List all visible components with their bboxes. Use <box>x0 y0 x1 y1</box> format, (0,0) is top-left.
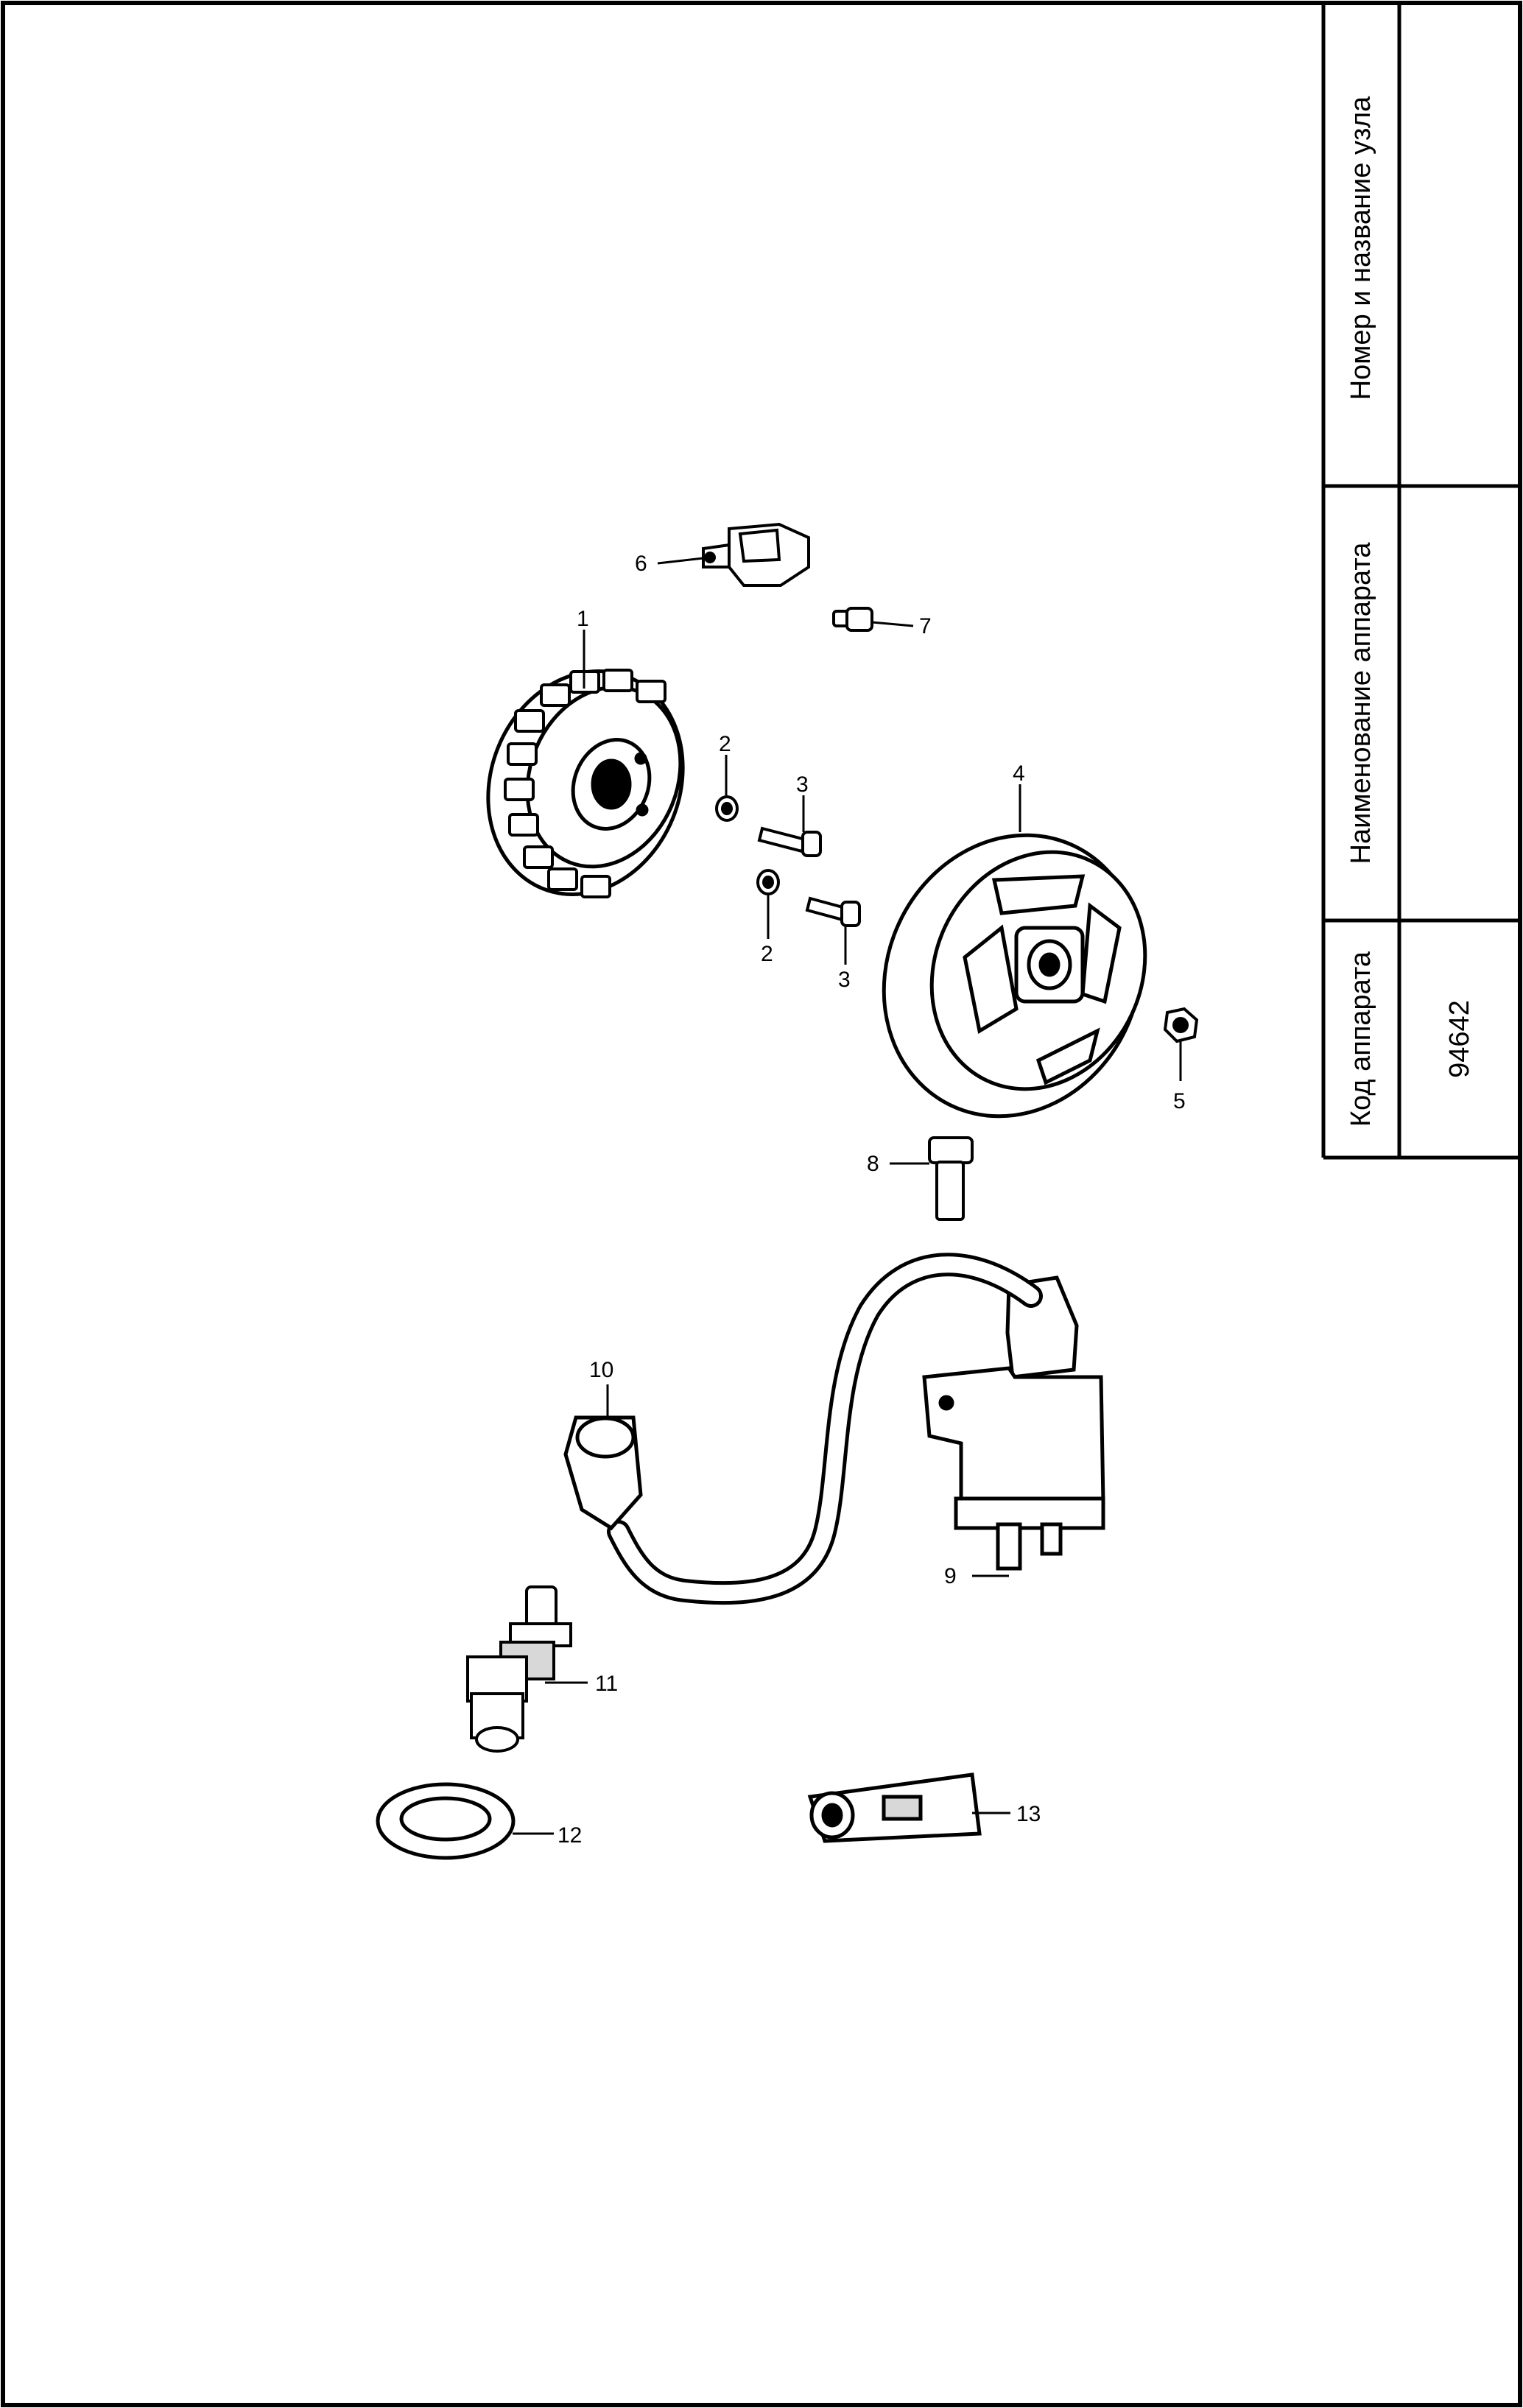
part-3-bolt-upper <box>757 826 822 857</box>
label-part-9: 9 <box>944 1564 957 1588</box>
part-1-stator <box>486 669 685 898</box>
label-part-8: 8 <box>867 1152 879 1176</box>
apparatus-code-label: Код аппарата <box>1346 951 1376 1127</box>
part-12-gasket <box>376 1782 516 1860</box>
part-13-clamp <box>807 1772 982 1843</box>
part-7-bolt <box>832 607 873 632</box>
apparatus-name-value <box>1441 482 1478 924</box>
part-2-washer-lower <box>756 869 780 895</box>
title-block <box>1321 3 1520 1160</box>
part-6-pulser <box>702 522 810 587</box>
leader-lines <box>513 557 1182 1835</box>
part-5-nut <box>1163 1007 1199 1043</box>
part-2-washer-upper <box>715 795 739 822</box>
label-part-10: 10 <box>589 1358 613 1382</box>
label-part-12: 12 <box>558 1823 582 1848</box>
label-part-6: 6 <box>635 552 647 576</box>
label-part-11: 11 <box>595 1672 618 1696</box>
node-name-label: Номер и название узла <box>1346 96 1376 401</box>
apparatus-code-value: 94642 <box>1444 1000 1475 1078</box>
label-part-3-upper: 3 <box>796 772 809 797</box>
label-part-13: 13 <box>1016 1802 1041 1826</box>
part-8-bolt <box>928 1136 974 1221</box>
label-part-2-upper: 2 <box>719 732 731 756</box>
label-part-1: 1 <box>577 607 589 631</box>
label-part-4: 4 <box>1013 761 1025 786</box>
apparatus-name-label: Наименование аппарата <box>1346 542 1376 865</box>
part-10-plug-cap <box>563 1415 643 1531</box>
label-part-3-lower: 3 <box>838 968 851 992</box>
part-11-spark-plug <box>466 1585 572 1753</box>
node-name-value <box>1441 27 1478 469</box>
label-part-5: 5 <box>1173 1089 1186 1113</box>
part-4-flywheel <box>882 833 1147 1119</box>
label-part-7: 7 <box>919 614 932 638</box>
part-9-ignition-coil <box>922 1275 1105 1571</box>
label-part-2-lower: 2 <box>761 942 773 966</box>
part-3-bolt-lower <box>805 896 861 927</box>
